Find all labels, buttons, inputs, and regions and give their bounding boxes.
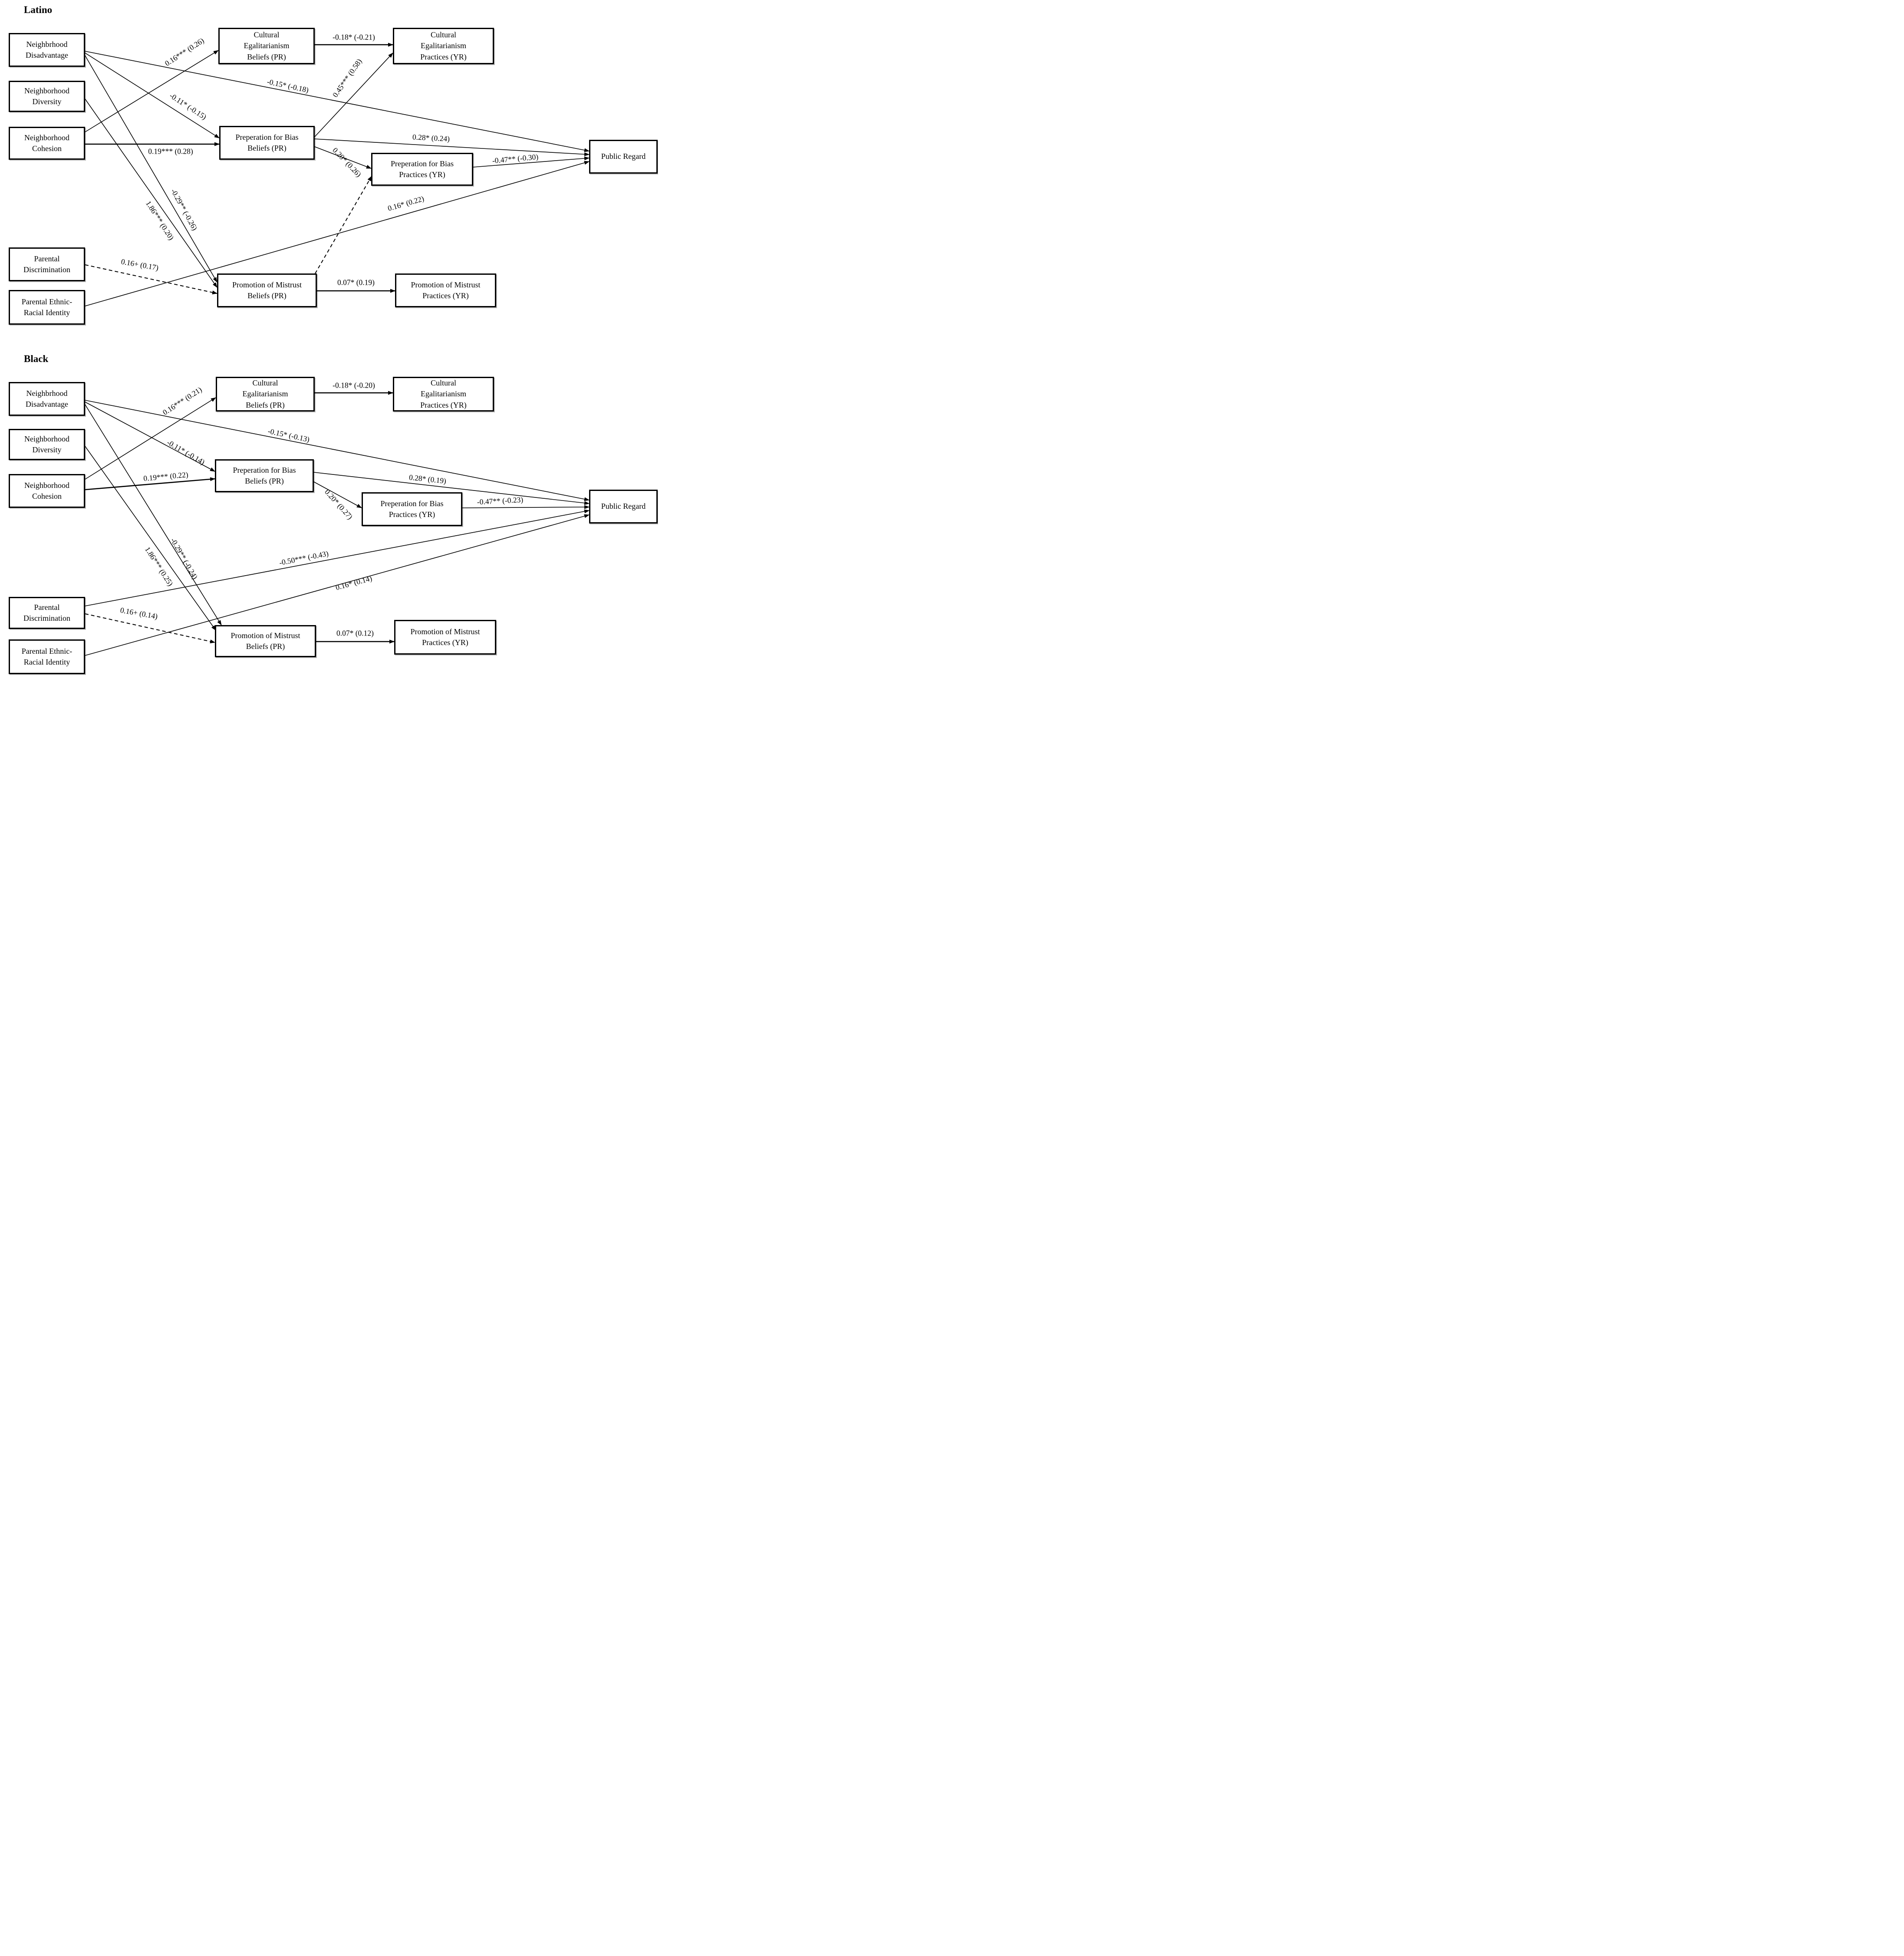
node-promotion-of-mistrust-practices: Promotion of Mistrust Practices (YR) bbox=[394, 620, 496, 655]
node-promotion-of-mistrust-beliefs: Promotion of Mistrust Beliefs (PR) bbox=[217, 273, 317, 307]
coefficient-label: 0.19*** (0.22) bbox=[143, 470, 189, 483]
node-preparation-for-bias-practices: Preperation for Bias Practices (YR) bbox=[371, 153, 473, 186]
coefficient-label: -0.11* (-0.15) bbox=[168, 91, 208, 122]
edge-black-disadvantage-to-mistrust-beliefs bbox=[85, 404, 222, 626]
node-cultural-egalitarianism-practices: Cultural Egalitarianism Practices (YR) bbox=[393, 377, 494, 412]
edge-latino-disadvantage-to-mistrust-beliefs bbox=[85, 55, 217, 283]
coefficient-label: 0.16+ (0.17) bbox=[120, 257, 159, 272]
coefficient-label: 0.16* (0.14) bbox=[334, 573, 373, 592]
panel-title-black: Black bbox=[24, 353, 49, 364]
coefficient-label: 0.07* (0.12) bbox=[336, 629, 374, 638]
edge-latino-disadvantage-to-bias-beliefs bbox=[85, 53, 220, 138]
coefficient-label: -0.47** (-0.23) bbox=[477, 495, 524, 507]
edge-black-cohesion-to-cultural-beliefs bbox=[85, 397, 216, 480]
node-neighborhood-cohesion: Neighborhood Cohesion bbox=[9, 474, 85, 508]
node-neighborhood-disadvantage: Neighbrhood Disadvantage bbox=[9, 33, 85, 67]
node-public-regard: Public Regard bbox=[589, 490, 658, 524]
coefficient-label: -0.15* (-0.13) bbox=[267, 426, 310, 444]
node-cultural-egalitarianism-beliefs: Cultural Egalitarianism Beliefs (PR) bbox=[216, 377, 315, 412]
coefficient-label: 1.86*** (0.20) bbox=[144, 199, 176, 242]
coefficient-label: -0.18* (-0.21) bbox=[333, 33, 375, 42]
coefficient-label: -0.11* (-0.14) bbox=[165, 438, 207, 467]
coefficient-label: 0.16* (0.22) bbox=[386, 194, 425, 213]
coefficient-label: 0.45*** (0.58) bbox=[330, 57, 364, 99]
edge-latino-diversity-to-mistrust-beliefs bbox=[85, 99, 217, 288]
edge-black-bias-practices-to-public-regard bbox=[462, 505, 590, 509]
node-parental-discrimination: Parental Discrimination bbox=[9, 247, 85, 281]
coefficient-label: -0.29** (-0.26) bbox=[169, 187, 199, 232]
node-parental-discrimination: Parental Discrimination bbox=[9, 597, 85, 629]
node-preparation-for-bias-beliefs: Preperation for Bias Beliefs (PR) bbox=[215, 459, 314, 492]
edge-black-disadvantage-to-public-regard bbox=[85, 400, 590, 501]
node-neighborhood-cohesion: Neighborhood Cohesion bbox=[9, 127, 85, 160]
node-neighborhood-diversity: Neighborhood Diversity bbox=[9, 81, 85, 112]
panel-title-latino: Latino bbox=[24, 4, 53, 15]
coefficient-label: -0.50*** (-0.43) bbox=[278, 549, 329, 567]
node-preparation-for-bias-practices: Preperation for Bias Practices (YR) bbox=[362, 492, 462, 526]
coefficient-label: -0.29** (-0.24) bbox=[169, 536, 200, 581]
node-neighborhood-diversity: Neighborhood Diversity bbox=[9, 429, 85, 460]
coefficient-label: -0.47** (-0.30) bbox=[492, 152, 539, 165]
node-parental-ethnic-racial-identity: Parental Ethnic- Racial Identity bbox=[9, 639, 85, 674]
node-cultural-egalitarianism-beliefs: Cultural Egalitarianism Beliefs (PR) bbox=[218, 28, 315, 64]
coefficient-label: 0.28* (0.19) bbox=[408, 473, 447, 485]
edge-latino-disadvantage-to-public-regard bbox=[85, 51, 590, 152]
connector-lines bbox=[85, 43, 590, 656]
coefficient-label: 0.28* (0.24) bbox=[412, 132, 450, 143]
node-preparation-for-bias-beliefs: Preperation for Bias Beliefs (PR) bbox=[219, 126, 315, 160]
node-public-regard: Public Regard bbox=[589, 140, 658, 174]
edge-latino-bias-beliefs-to-public-regard bbox=[314, 138, 590, 156]
coefficient-label: 0.16*** (0.26) bbox=[163, 36, 206, 68]
path-diagram: Latino Neighbrhood Disadvantage Neighbor… bbox=[0, 0, 658, 676]
coefficient-label: -0.18* (-0.20) bbox=[333, 381, 375, 390]
edge-latino-mistrust-beliefs-to-bias-practices-dashed bbox=[315, 176, 372, 274]
coefficient-label: 1.86*** (0.25) bbox=[143, 545, 175, 588]
node-promotion-of-mistrust-beliefs: Promotion of Mistrust Beliefs (PR) bbox=[215, 625, 316, 657]
node-parental-ethnic-racial-identity: Parental Ethnic- Racial Identity bbox=[9, 290, 85, 325]
coefficient-label: -0.15* (-0.18) bbox=[266, 77, 310, 95]
coefficient-label: 0.20* (0.27) bbox=[323, 487, 355, 521]
coefficient-label: 0.16*** (0.21) bbox=[161, 385, 204, 417]
coefficient-label: 0.16+ (0.14) bbox=[119, 606, 158, 621]
coefficient-label: 0.07* (0.19) bbox=[337, 278, 375, 287]
node-cultural-egalitarianism-practices: Cultural Egalitarianism Practices (YR) bbox=[393, 28, 494, 64]
node-neighborhood-disadvantage: Neighbrhood Disadvantage bbox=[9, 382, 85, 416]
coefficient-label: 0.19*** (0.28) bbox=[148, 147, 193, 156]
node-promotion-of-mistrust-practices: Promotion of Mistrust Practices (YR) bbox=[395, 273, 496, 307]
edge-latino-cohesion-to-cultural-beliefs bbox=[85, 50, 219, 132]
coefficient-label: 0.20* (0.26) bbox=[331, 145, 363, 179]
